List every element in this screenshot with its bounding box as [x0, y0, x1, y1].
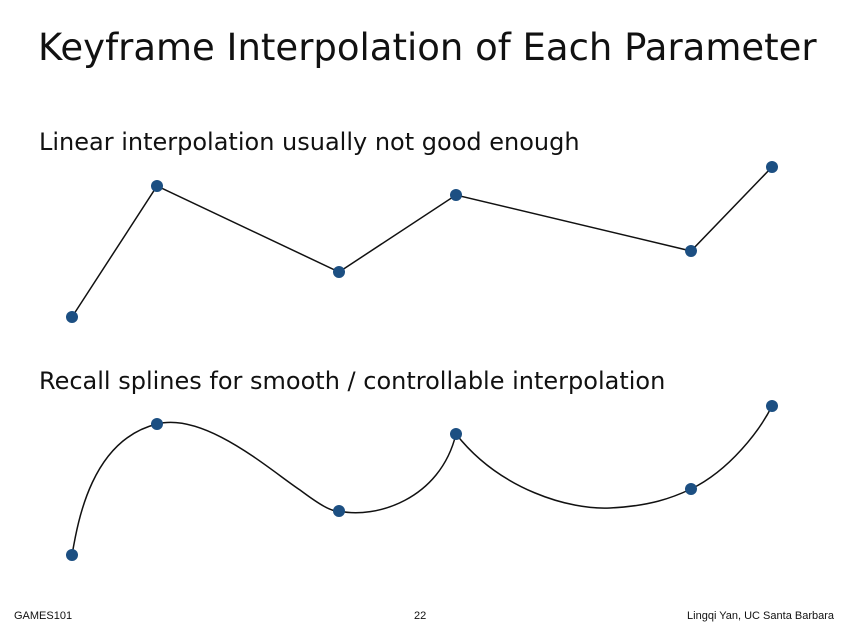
linear-keyframe-point	[151, 180, 163, 192]
footer-page-number: 22	[414, 610, 427, 622]
spline-keyframe-point	[766, 400, 778, 412]
spline-caption: Recall splines for smooth / controllable…	[39, 367, 666, 395]
spline-keyframe-point	[66, 549, 78, 561]
linear-caption: Linear interpolation usually not good en…	[39, 128, 580, 156]
spline-keyframe-point	[151, 418, 163, 430]
spline-interpolation-curve	[71, 405, 773, 556]
linear-keyframe-point	[333, 266, 345, 278]
linear-interpolation-curve	[71, 166, 773, 318]
footer-author: Lingqi Yan, UC Santa Barbara	[687, 610, 834, 622]
linear-keyframe-point	[766, 161, 778, 173]
spline-keyframe-point	[685, 483, 697, 495]
slide-title: Keyframe Interpolation of Each Parameter	[38, 26, 817, 69]
linear-keyframes	[66, 161, 778, 323]
spline-keyframe-point	[450, 428, 462, 440]
spline-keyframes	[66, 400, 778, 561]
linear-keyframe-point	[450, 189, 462, 201]
linear-keyframe-point	[685, 245, 697, 257]
spline-keyframe-point	[333, 505, 345, 517]
footer-course: GAMES101	[14, 610, 73, 622]
linear-keyframe-point	[66, 311, 78, 323]
